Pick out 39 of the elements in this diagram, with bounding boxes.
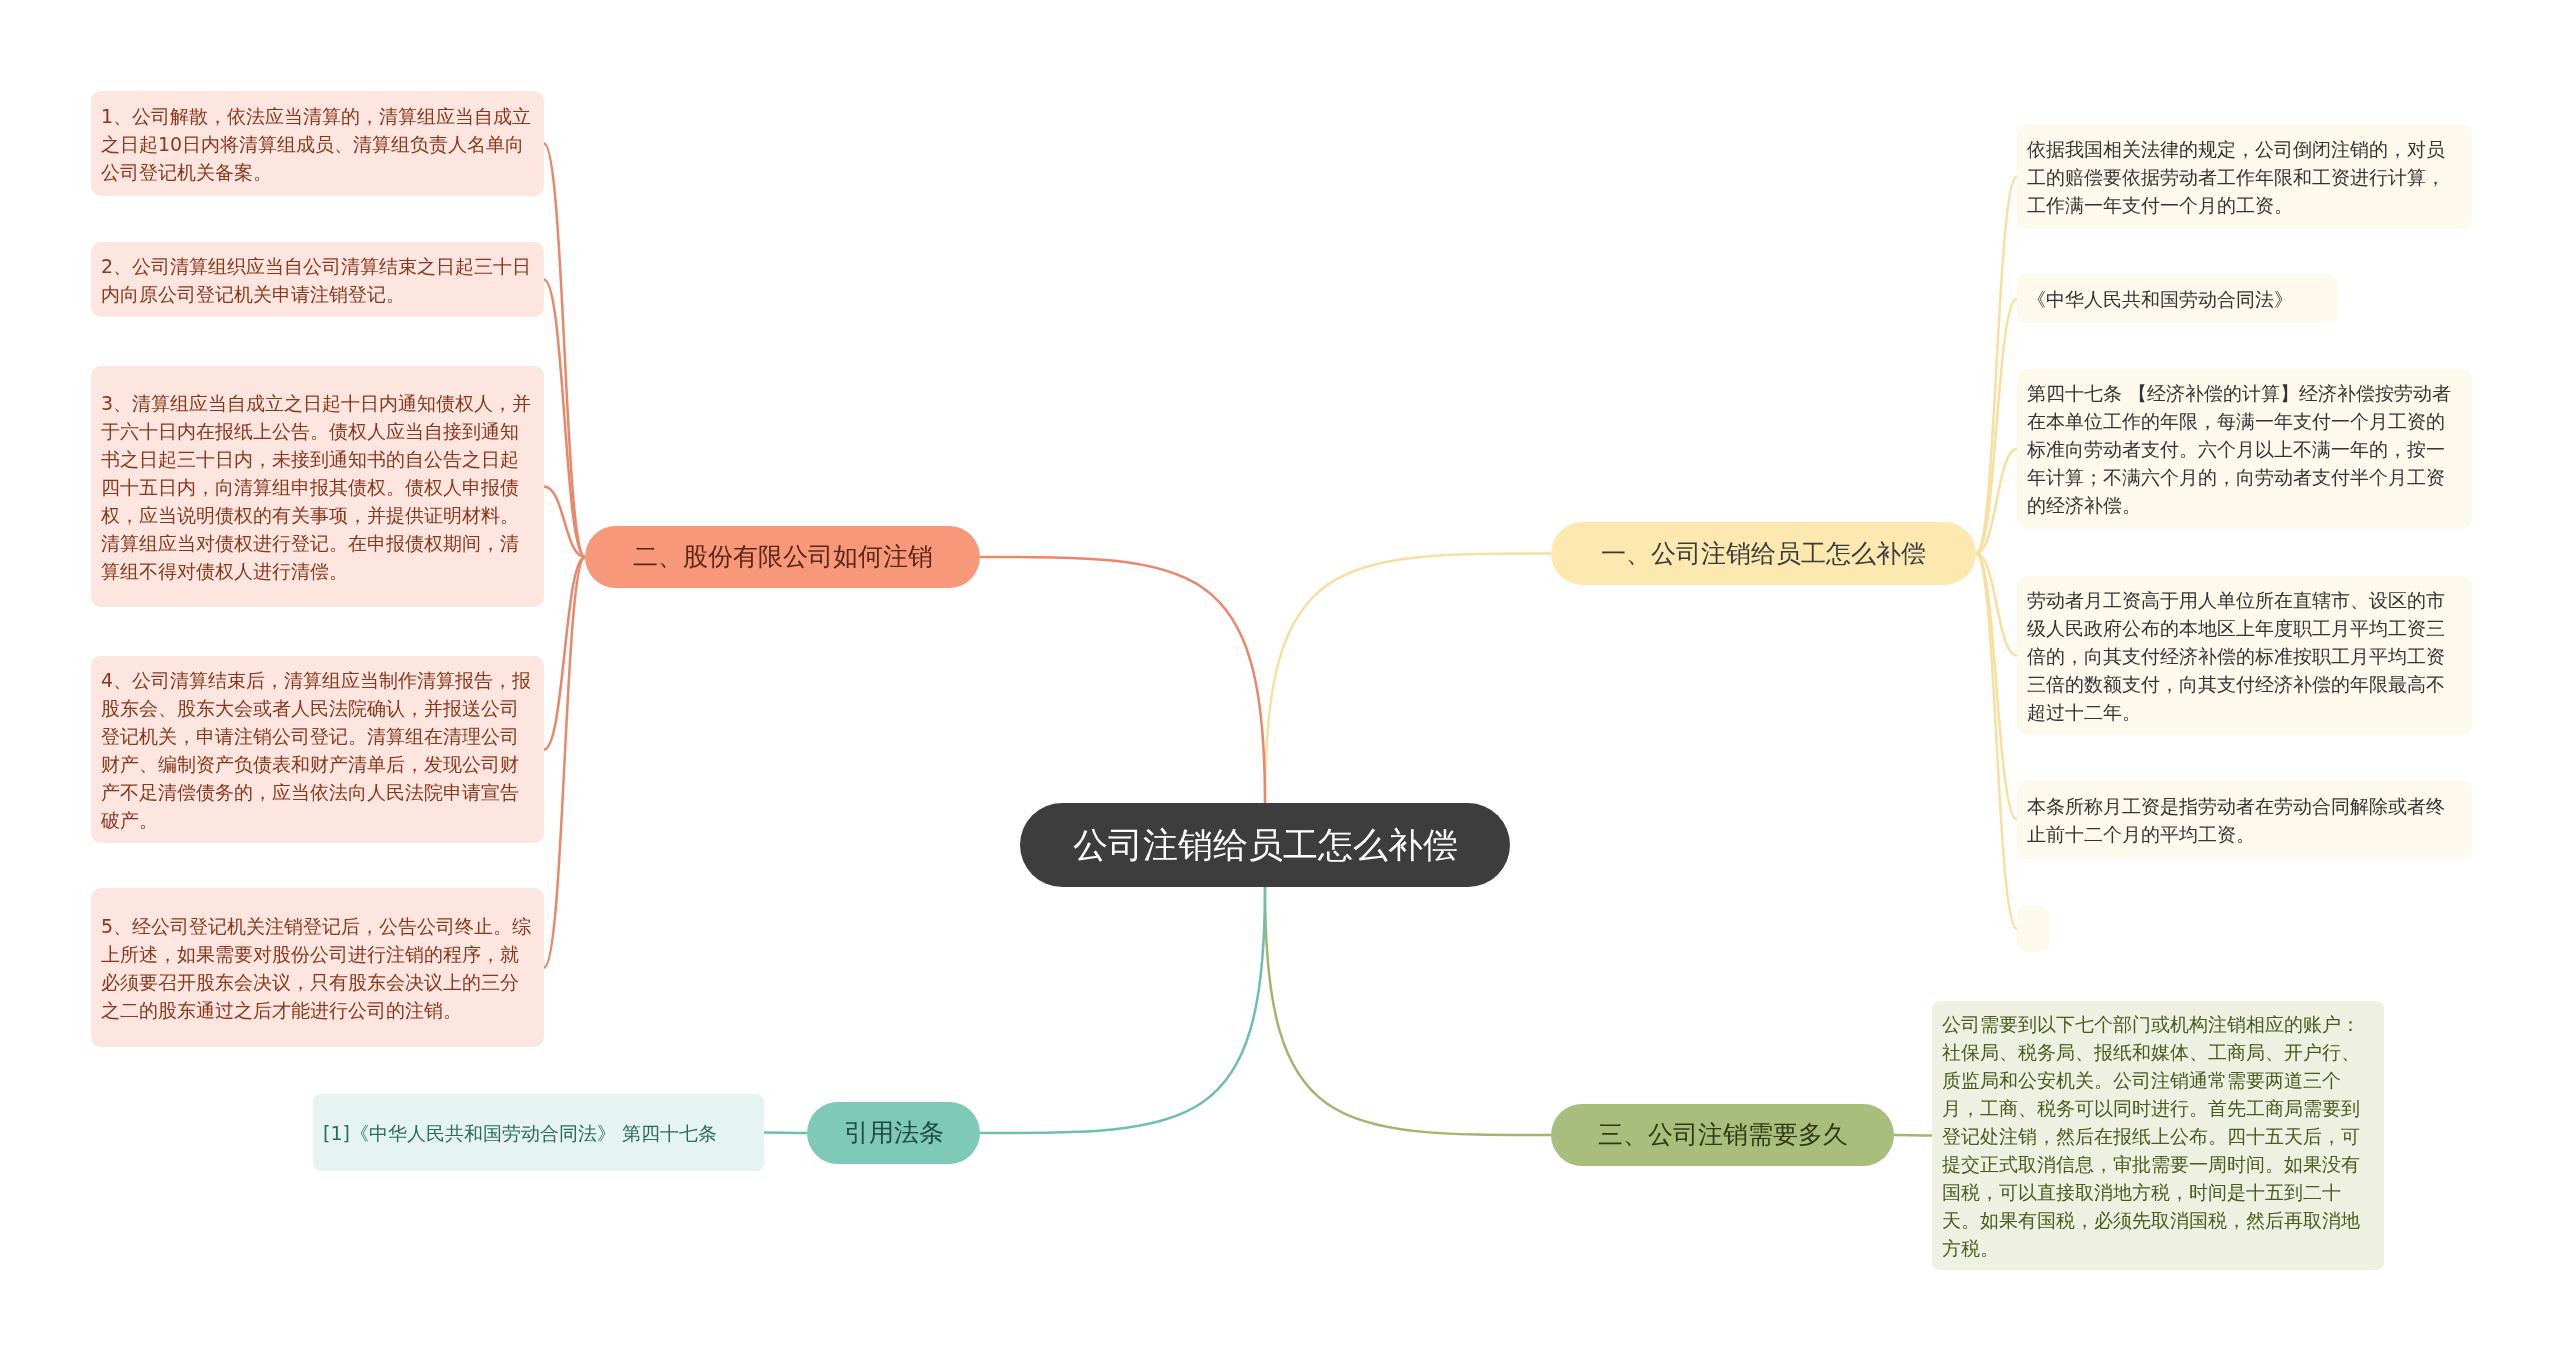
note-card bbox=[2017, 274, 2338, 323]
node-text: 5、经公司登记机关注销登记后，公告公司终止。综上所述，如果需要对股份公司进行注销的程序，就必须要召开股东会决议，只有股东会决议上的三分之二的股东通过之后才能进行公司的注销。 bbox=[101, 913, 533, 1023]
connector-line bbox=[542, 556, 587, 969]
note-card bbox=[313, 1094, 764, 1171]
node-text: 1、公司解散，依法应当清算的，清算组应当自成立之日起10日内将清算组成员、清算组负责人名单向公司登记机关备案。 bbox=[101, 103, 533, 185]
note-card bbox=[2017, 576, 2472, 735]
empty-box bbox=[2017, 906, 2050, 952]
connector-line bbox=[1974, 175, 2019, 555]
node-text: 3、清算组应当自成立之日起十日内通知债权人，并于六十日内在报纸上公告。债权人应当自接到通知书之日起三十日内，未接到通知书的自公告之日起四十五日内，向清算组申报其债权。债权人申报债权，应当说明债权的有关事项，并提供证明材料。清算组应当对债权进行登记。在申报债权期间，清算组不得对债权人进行清偿。 bbox=[101, 390, 533, 584]
node-text: 引用法条 bbox=[843, 1118, 944, 1148]
node-text: 三、公司注销需要多久 bbox=[1597, 1120, 1848, 1150]
node-text: 一、公司注销给员工怎么补偿 bbox=[1601, 538, 1926, 569]
connector-line bbox=[543, 485, 586, 559]
connector-line bbox=[1894, 1133, 1932, 1137]
note-card bbox=[2017, 369, 2472, 529]
connector-line bbox=[542, 142, 587, 558]
connector-line bbox=[543, 278, 586, 558]
node-text: 公司注销给员工怎么补偿 bbox=[1072, 824, 1458, 866]
note-card bbox=[91, 656, 544, 843]
note-card bbox=[2017, 124, 2472, 229]
node-text: 劳动者月工资高于用人单位所在直辖市、设区的市级人民政府公布的本地区上年度职工月平均工资三倍的，向其支付经济补偿的标准按职工月平均工资三倍的数额支付，向其支付经济补偿的年限最高不超过十二年。 bbox=[2027, 587, 2446, 725]
node-text: 依据我国相关法律的规定，公司倒闭注销的，对员工的赔偿要依据劳动者工作年限和工资进行计算，工作满一年支付一个月的工资。 bbox=[2027, 136, 2446, 218]
node-text: 公司需要到以下七个部门或机构注销相应的账户：社保局、税务局、报纸和媒体、工商局、开户行、质监局和公安机关。公司注销通常需要两道三个月，工商、税务可以同时进行。首先工商局需要到登记处注销，然后在报纸上公布。四十五天后，可提交正式取消信息，审批需要一周时间。如果没有国税，可以直接取消地方税，时间是十五到二十天。如果有国税，必须先取消国税，然后再取消地方税。 bbox=[1942, 1011, 2361, 1261]
note-card bbox=[91, 888, 544, 1047]
note-card bbox=[91, 366, 544, 607]
node-text: 2、公司清算组织应当自公司清算结束之日起三十日内向原公司登记机关申请注销登记。 bbox=[101, 253, 533, 307]
node-text: 第四十七条 【经济补偿的计算】经济补偿按劳动者在本单位工作的年限，每满一年支付一个月工资的标准向劳动者支付。六个月以上不满一年的，按一年计算；不满六个月的，向劳动者支付半个月工资的经济补偿。 bbox=[2027, 381, 2453, 518]
node-text: 《中华人民共和国劳动合同法》 bbox=[2027, 286, 2293, 312]
connector-line bbox=[764, 1131, 807, 1135]
note-card bbox=[91, 91, 544, 196]
note-card bbox=[2017, 780, 2472, 859]
note-card bbox=[91, 242, 544, 317]
node-text: [1]《中华人民共和国劳动合同法》 第四十七条 bbox=[323, 1120, 717, 1146]
node-text: 4、公司清算结束后，清算组应当制作清算报告，报股东会、股东大会或者人民法院确认，并报送公司登记机关，申请注销公司登记。清算组在清理公司财产、编制资产负债表和财产清单后，发现公司财产不足清偿债务的，应当依法向人民法院申请宣告破产。 bbox=[101, 667, 533, 833]
connector-line bbox=[1974, 552, 2019, 930]
connector-line bbox=[980, 555, 1267, 804]
node-text: 二、股份有限公司如何注销 bbox=[632, 542, 933, 572]
connector-line bbox=[980, 886, 1267, 1135]
node-text: 本条所称月工资是指劳动者在劳动合同解除或者终止前十二个月的平均工资。 bbox=[2027, 793, 2446, 847]
